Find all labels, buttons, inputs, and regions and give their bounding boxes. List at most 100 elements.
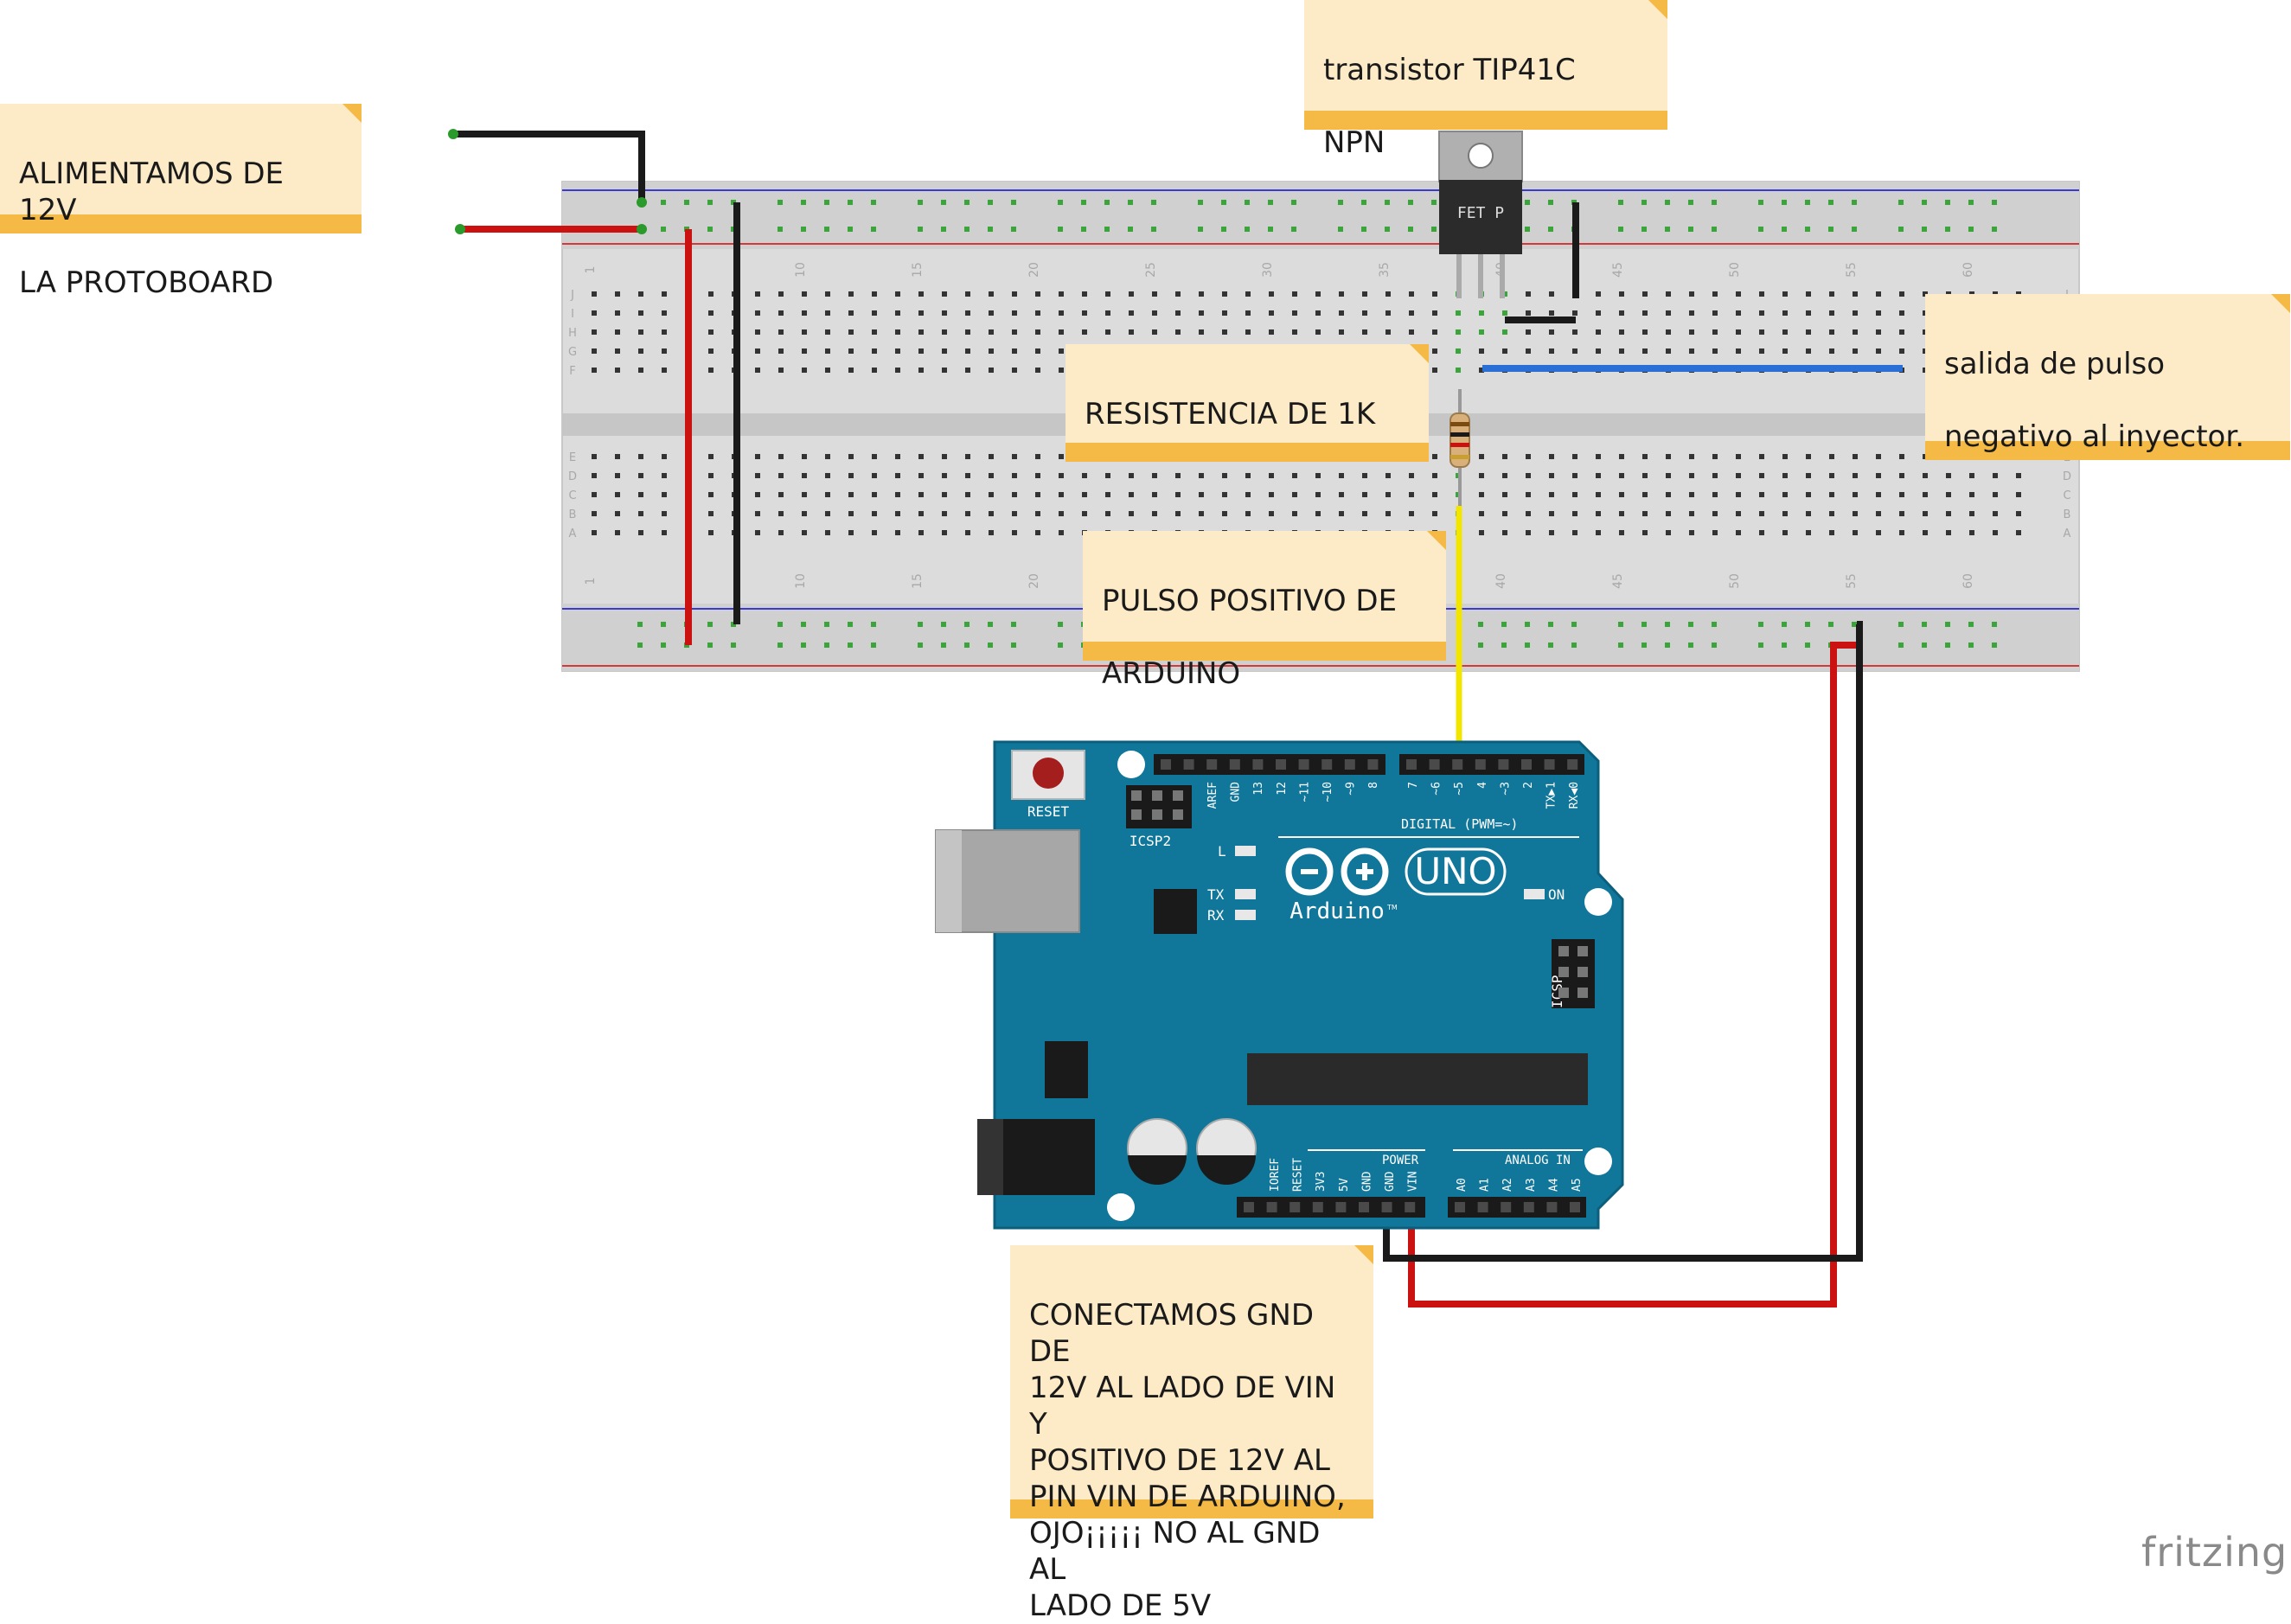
breadboard-hole (1012, 291, 1017, 297)
breadboard-hole (1712, 473, 1718, 478)
breadboard-hole (1152, 492, 1157, 497)
pin-label: GND (1384, 1171, 1397, 1192)
breadboard-hole (1362, 310, 1367, 316)
breadboard-hole (1666, 329, 1671, 335)
breadboard-hole (1408, 227, 1413, 232)
pin-label: A2 (1501, 1178, 1514, 1192)
breadboard-hole (708, 368, 714, 373)
breadboard-hole (1338, 200, 1343, 205)
breadboard-hole (1572, 454, 1577, 459)
breadboard-hole (872, 310, 877, 316)
pin-label: IOREF (1269, 1158, 1282, 1192)
breadboard-hole (1152, 511, 1157, 516)
breadboard-hole (1712, 643, 1717, 648)
row-letter: H (568, 327, 577, 340)
breadboard-hole (662, 348, 667, 354)
breadboard-hole (592, 511, 597, 516)
breadboard-hole (918, 622, 923, 627)
header-pin (1570, 1202, 1580, 1212)
pin-label: ~5 (1453, 782, 1466, 796)
breadboard-hole (1828, 227, 1833, 232)
arduino-pin-holes (1131, 759, 1588, 1212)
breadboard-hole (2016, 473, 2021, 478)
breadboard-hole (707, 227, 713, 232)
breadboard-hole (1619, 530, 1624, 535)
breadboard-hole (1619, 492, 1624, 497)
column-number: 45 (1611, 573, 1625, 589)
breadboard-hole (1572, 348, 1577, 354)
breadboard-hole (662, 473, 667, 478)
breadboard-hole (1012, 368, 1017, 373)
breadboard-hole (848, 291, 854, 297)
breadboard-hole (989, 310, 994, 316)
breadboard-hole (1899, 473, 1904, 478)
header-pin (1344, 759, 1355, 770)
breadboard-hole (1431, 200, 1437, 205)
breadboard-hole (1526, 530, 1531, 535)
pin-label: RX◀0 (1568, 782, 1581, 809)
breadboard-hole (1012, 530, 1017, 535)
breadboard-hole (802, 348, 807, 354)
breadboard-hole (942, 368, 947, 373)
breadboard-hole (1199, 329, 1204, 335)
icsp2-label: ICSP2 (1130, 833, 1171, 849)
header-pin (1546, 1202, 1558, 1212)
breadboard-hole (1432, 329, 1437, 335)
breadboard-hole (1059, 530, 1064, 535)
note-output-line2: negativo al inyector. (1944, 419, 2245, 454)
breadboard-hole (918, 310, 924, 316)
logo-plus-ring (1341, 847, 1389, 896)
breadboard-hole (965, 473, 970, 478)
breadboard-hole (1478, 643, 1483, 648)
breadboard-hole (965, 492, 970, 497)
breadboard-hole (1128, 200, 1133, 205)
breadboard-hole (1922, 643, 1927, 648)
breadboard-hole (1806, 310, 1811, 316)
breadboard-hole (1688, 643, 1693, 648)
breadboard-hole (1502, 329, 1507, 335)
column-number: 1 (584, 578, 598, 585)
breadboard-hole (1105, 473, 1110, 478)
resistor-1k (1449, 389, 1470, 506)
breadboard-hole (1618, 622, 1623, 627)
breadboard-hole (1853, 454, 1858, 459)
led-l (1235, 846, 1256, 856)
breadboard-hole (1269, 473, 1274, 478)
breadboard-hole (1666, 454, 1671, 459)
breadboard-hole (1011, 200, 1016, 205)
breadboard-hole (778, 492, 784, 497)
breadboard-hole (1689, 329, 1694, 335)
breadboard-hole (1409, 310, 1414, 316)
breadboard-hole (1059, 492, 1064, 497)
header-pin (1405, 1202, 1416, 1212)
header-pin (1244, 1202, 1254, 1212)
column-number: 15 (911, 573, 925, 589)
analog-label: ANALOG IN (1505, 1154, 1571, 1167)
pin-label: ~3 (1499, 782, 1512, 796)
breadboard-hole (1035, 492, 1040, 497)
breadboard-hole (941, 200, 946, 205)
breadboard-hole (918, 368, 924, 373)
breadboard-hole (1759, 511, 1764, 516)
breadboard-hole (1502, 492, 1507, 497)
breadboard-hole (1876, 291, 1881, 297)
header-pin (1501, 1202, 1512, 1212)
breadboard-hole (1456, 368, 1461, 373)
trademark: TM (1386, 904, 1398, 911)
breadboard-hole (1712, 291, 1718, 297)
breadboard-hole (1899, 530, 1904, 535)
breadboard-hole (1199, 492, 1204, 497)
breadboard-hole (1129, 310, 1134, 316)
breadboard-hole (778, 310, 784, 316)
breadboard-hole (1152, 310, 1157, 316)
breadboard-hole (1712, 348, 1718, 354)
breadboard-hole (1853, 473, 1858, 478)
pin-label: GND (1230, 782, 1243, 802)
breadboard-hole (1408, 200, 1413, 205)
row-letter: B (2064, 508, 2071, 521)
breadboard-hole (684, 200, 689, 205)
breadboard-hole (1618, 643, 1623, 648)
breadboard-hole (942, 473, 947, 478)
